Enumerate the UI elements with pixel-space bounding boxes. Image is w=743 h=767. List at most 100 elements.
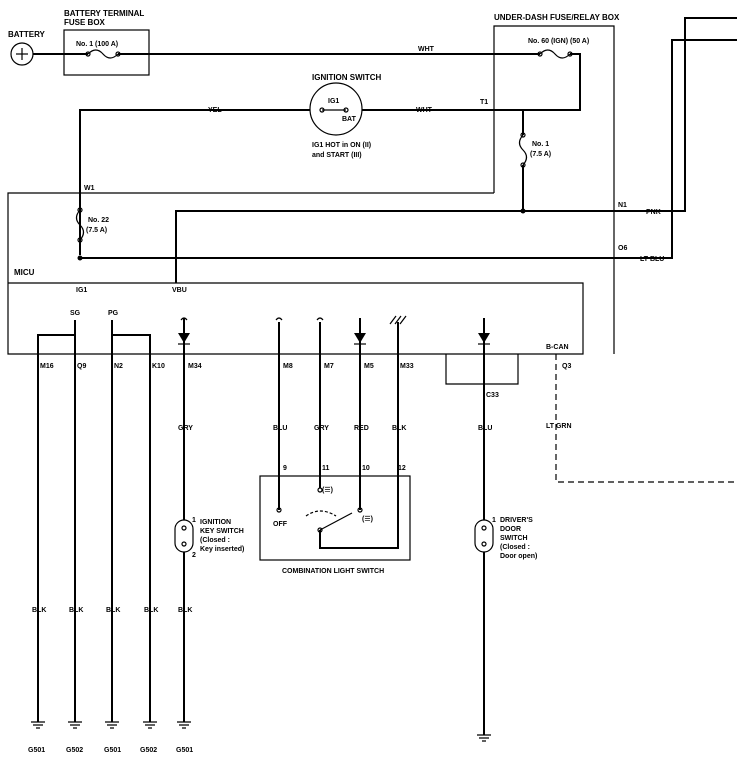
wire-pnk-label: PNK [646, 209, 661, 216]
micu-label: MICU [14, 268, 35, 277]
wire-fuse60-out [522, 53, 581, 135]
key-switch-pin-1: 1 [192, 517, 196, 524]
door-switch-pin-1: 1 [492, 517, 496, 524]
ignition-switch-title: IGNITION SWITCH [312, 73, 382, 82]
wire-blk-m33: BLK [392, 425, 406, 432]
ground-symbols [31, 721, 491, 742]
wire-gry-m34: GRY [178, 425, 193, 432]
wire-ltgrn-label: LT GRN [546, 423, 572, 430]
terminal-n1: N1 [618, 202, 627, 209]
combination-switch-contacts: (☰) (☰) [276, 487, 373, 533]
key-switch-label-3: (Closed : [200, 537, 230, 544]
wire-blu-door: BLU [478, 425, 492, 432]
key-switch-label-2: KEY SWITCH [200, 528, 244, 535]
wire-gry-m7: GRY [314, 425, 329, 432]
combination-switch-label: COMBINATION LIGHT SWITCH [282, 568, 384, 575]
ground-label-4: G502 [140, 747, 157, 754]
combination-switch-box [259, 475, 411, 561]
door-switch-label-4: (Closed : [500, 544, 530, 551]
key-switch-pin-2: 2 [192, 552, 196, 559]
pin-m34: M34 [188, 363, 202, 370]
pin-k10: K10 [152, 363, 165, 370]
battery-label: BATTERY [8, 30, 46, 39]
door-switch-label-1: DRIVER'S [500, 517, 533, 524]
battery-fuse-label: No. 1 (100 A) [76, 41, 118, 48]
ground-wires [37, 354, 151, 722]
wire-lt-blu-label: LT BLU [640, 256, 664, 263]
fuse-60-label: No. 60 (IGN) (50 A) [528, 38, 589, 45]
wire-red-m5: RED [354, 425, 369, 432]
ground-label-2: G502 [66, 747, 83, 754]
ignition-key-switch [174, 519, 194, 553]
fuse-100a-symbol [87, 49, 119, 59]
micu-outline [7, 192, 584, 355]
pg-internal [111, 320, 151, 354]
diode-m5 [354, 318, 366, 354]
svg-text:(☰): (☰) [322, 487, 333, 494]
ignition-note-2: and START (III) [312, 152, 362, 159]
micu-bcan-label: B-CAN [546, 344, 569, 351]
micu-w1: W1 [84, 185, 95, 192]
combo-off-label: OFF [273, 521, 288, 528]
terminal-o6: O6 [618, 245, 627, 252]
fuse-22-label-2: (7.5 A) [86, 227, 107, 234]
m8-m7-internal [278, 322, 321, 354]
fuse-1-label-1: No. 1 [532, 141, 549, 148]
fuse-22-symbol [75, 209, 85, 241]
wire-pnk [175, 17, 737, 283]
battery-fuse-box-title-2: FUSE BOX [64, 18, 106, 27]
pin-m16: M16 [40, 363, 54, 370]
blk-label-5: BLK [178, 607, 192, 614]
ground-ticks-m33 [389, 315, 407, 325]
fuse-1-symbol [518, 134, 528, 166]
door-switch-label-3: SWITCH [500, 535, 528, 542]
combo-pin-10: 10 [362, 465, 370, 472]
ignition-switch-symbol [309, 82, 363, 136]
diode-door [478, 318, 490, 354]
sg-internal [37, 320, 76, 354]
blk-label-3: BLK [106, 607, 120, 614]
ground-label-5: G501 [176, 747, 193, 754]
under-dash-box-title: UNDER-DASH FUSE/RELAY BOX [494, 13, 620, 22]
fuse-22-label-1: No. 22 [88, 217, 109, 224]
pin-m33: M33 [400, 363, 414, 370]
door-switch-label-2: DOOR [500, 526, 521, 533]
diode-m34 [178, 318, 190, 354]
svg-text:(☰): (☰) [362, 516, 373, 523]
wire-yel-label: YEL [208, 107, 222, 114]
blk-label-2: BLK [69, 607, 83, 614]
pin-n2: N2 [114, 363, 123, 370]
key-switch-label-1: IGNITION [200, 519, 231, 526]
ignition-ig1: IG1 [328, 98, 339, 105]
wire-lt-blu [80, 39, 737, 259]
battery-fuse-box-title-1: BATTERY TERMINAL [64, 9, 144, 18]
micu-ig1-label: IG1 [76, 287, 87, 294]
wire-wht-label-1: WHT [418, 46, 435, 53]
under-dash-box-outline [493, 25, 615, 354]
combo-pin-9: 9 [283, 465, 287, 472]
fuse-60-symbol [539, 49, 571, 59]
pin-m5: M5 [364, 363, 374, 370]
ignition-note-1: IG1 HOT in ON (II) [312, 142, 371, 149]
micu-pg-label: PG [108, 310, 119, 317]
fuse-1-label-2: (7.5 A) [530, 151, 551, 158]
combo-pin-11: 11 [322, 465, 330, 472]
battery-symbol [10, 42, 34, 66]
blk-label-4: BLK [144, 607, 158, 614]
combo-pin-12: 12 [398, 465, 406, 472]
pin-q3: Q3 [562, 363, 571, 370]
pin-q9: Q9 [77, 363, 86, 370]
key-switch-label-4: Key inserted) [200, 546, 244, 553]
wire-wht-label-2: WHT [416, 107, 433, 114]
wire-bcan-ltgrn [555, 354, 737, 483]
wire-blu-m8: BLU [273, 425, 287, 432]
c33-label: C33 [486, 392, 499, 399]
door-switch-label-5: Door open) [500, 553, 537, 560]
micu-sg-label: SG [70, 310, 81, 317]
terminal-t1: T1 [480, 99, 488, 106]
ground-label-1: G501 [28, 747, 45, 754]
micu-vbu-label: VBU [172, 287, 187, 294]
pin-m8: M8 [283, 363, 293, 370]
